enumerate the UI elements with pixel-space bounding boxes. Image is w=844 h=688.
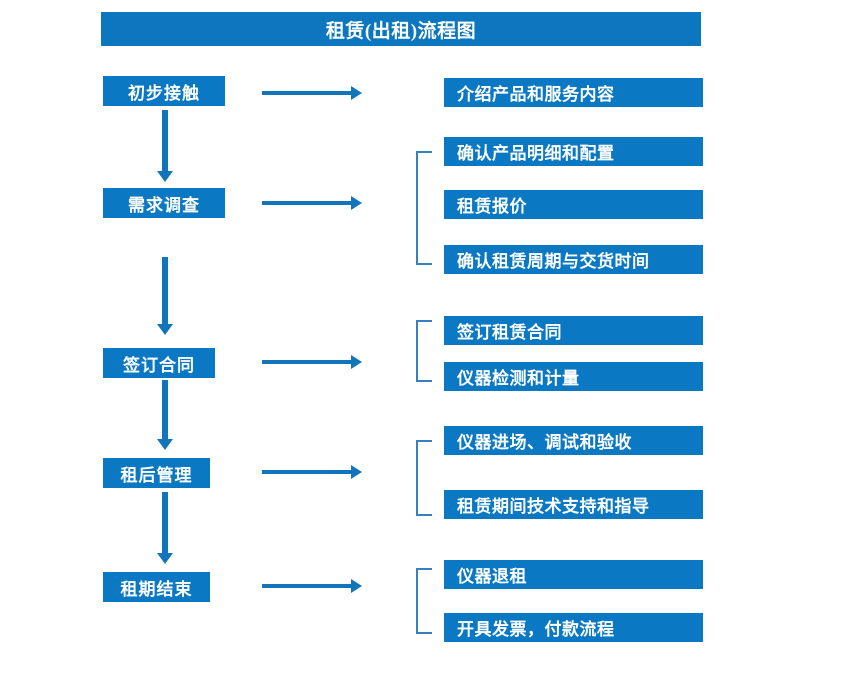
output-box-3-1[interactable]: 签订租赁合同: [444, 316, 703, 345]
output-label-3-1: 签订租赁合同: [457, 323, 562, 342]
output-label-4-2: 租赁期间技术支持和指导: [457, 497, 650, 516]
output-label-2-2: 租赁报价: [457, 197, 527, 216]
stage-label-5: 租期结束: [120, 579, 193, 599]
output-box-5-1[interactable]: 仪器退租: [444, 560, 703, 589]
diagram-title-text: 租赁(出租)流程图: [325, 20, 477, 42]
output-box-4-2[interactable]: 租赁期间技术支持和指导: [444, 490, 703, 519]
arrow-down-icon-4: [157, 492, 173, 564]
group-bracket-2: [416, 151, 432, 265]
stage-box-4[interactable]: 租后管理: [103, 458, 210, 488]
output-label-2-3: 确认租赁周期与交货时间: [457, 252, 650, 271]
arrow-down-icon-3: [157, 380, 173, 450]
arrow-right-icon-1: [262, 86, 362, 100]
arrow-right-icon-4: [262, 465, 362, 479]
stage-label-4: 租后管理: [120, 465, 193, 485]
arrow-right-icon-3: [262, 355, 362, 369]
output-label-2-1: 确认产品明细和配置: [457, 144, 615, 163]
diagram-title-banner: 租赁(出租)流程图: [101, 12, 701, 46]
output-label-3-2: 仪器检测和计量: [457, 369, 580, 388]
output-label-5-1: 仪器退租: [457, 567, 527, 586]
output-box-3-2[interactable]: 仪器检测和计量: [444, 362, 703, 391]
output-box-4-1[interactable]: 仪器进场、调试和验收: [444, 426, 703, 455]
output-box-2-3[interactable]: 确认租赁周期与交货时间: [444, 245, 703, 274]
stage-box-1[interactable]: 初步接触: [103, 76, 225, 106]
arrow-down-icon-2: [157, 257, 173, 335]
output-label-4-1: 仪器进场、调试和验收: [457, 433, 632, 452]
group-bracket-4: [416, 440, 432, 516]
output-box-1-1[interactable]: 介绍产品和服务内容: [444, 78, 703, 107]
stage-label-1: 初步接触: [128, 83, 200, 103]
stage-box-3[interactable]: 签订合同: [103, 348, 215, 378]
output-label-1-1: 介绍产品和服务内容: [457, 85, 615, 104]
stage-box-2[interactable]: 需求调查: [103, 188, 225, 218]
stage-box-5[interactable]: 租期结束: [103, 572, 210, 602]
stage-label-2: 需求调查: [128, 195, 200, 215]
group-bracket-5: [416, 568, 432, 634]
arrow-right-icon-2: [262, 196, 362, 210]
output-box-5-2[interactable]: 开具发票，付款流程: [444, 613, 703, 642]
group-bracket-3: [416, 320, 432, 382]
output-label-5-2: 开具发票，付款流程: [457, 620, 615, 639]
arrow-right-icon-5: [262, 579, 362, 593]
arrow-down-icon-1: [157, 110, 173, 182]
output-box-2-2[interactable]: 租赁报价: [444, 190, 703, 219]
stage-label-3: 签订合同: [123, 355, 195, 375]
output-box-2-1[interactable]: 确认产品明细和配置: [444, 137, 703, 166]
